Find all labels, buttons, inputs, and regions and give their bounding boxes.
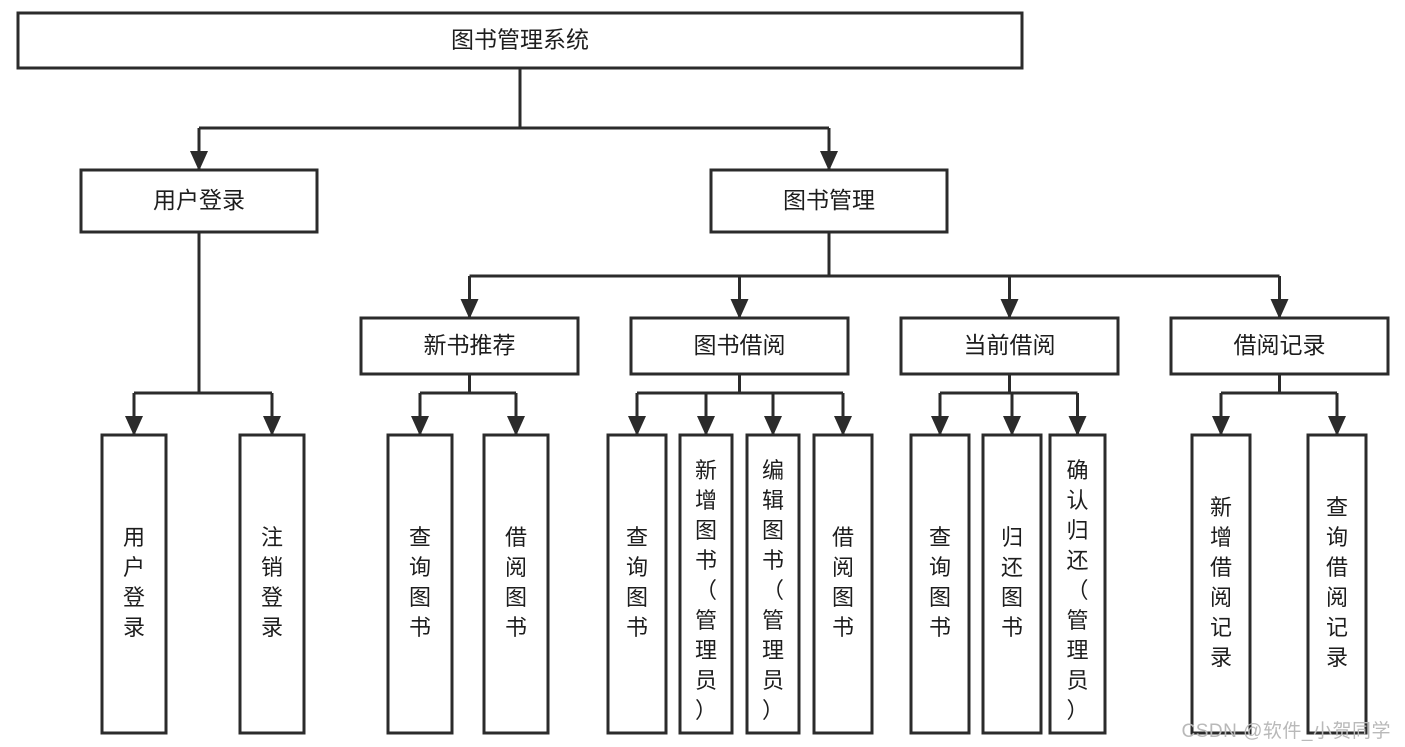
node-leaf-return-book[interactable]: 归还图书 <box>981 433 1043 735</box>
arrow-head-icon <box>1000 299 1019 319</box>
arrow-head-icon <box>730 299 749 319</box>
node-user-login[interactable]: 用户登录 <box>79 168 319 234</box>
node-leaf-borrow-book[interactable]: 借阅图书 <box>812 433 874 735</box>
node-label: 查询图书 <box>409 525 431 640</box>
node-label: 确认归还（管理员） <box>1066 458 1088 723</box>
edge-group-root <box>190 68 838 171</box>
arrow-head-icon <box>190 151 208 171</box>
arrow-head-icon <box>1328 416 1346 436</box>
arrow-head-icon <box>411 416 429 436</box>
node-rect <box>386 433 454 735</box>
node-label: 新增借阅记录 <box>1210 495 1232 670</box>
arrow-head-icon <box>1270 299 1289 319</box>
node-label: 编辑图书（管理员） <box>762 458 784 723</box>
node-label: 图书管理系统 <box>451 27 589 53</box>
csdn-watermark: CSDN @软件_小贺同学 <box>1181 721 1391 742</box>
node-leaf-borrow-book-rec[interactable]: 借阅图书 <box>482 433 550 735</box>
node-rect <box>1190 433 1252 735</box>
edge-group-book-borrow <box>628 374 852 436</box>
node-label: 注销登录 <box>261 525 283 640</box>
node-leaf-user-login[interactable]: 用户登录 <box>100 433 168 735</box>
node-label: 当前借阅 <box>964 332 1056 358</box>
node-rect <box>16 11 1024 70</box>
node-rect <box>1048 433 1107 735</box>
node-label: 查询图书 <box>626 525 648 640</box>
node-label: 借阅记录 <box>1234 332 1326 358</box>
node-rect <box>1169 316 1390 376</box>
arrow-head-icon <box>1003 416 1021 436</box>
node-current-borrow[interactable]: 当前借阅 <box>899 316 1120 376</box>
node-leaf-confirm-return-admin[interactable]: 确认归还（管理员） <box>1048 433 1107 735</box>
node-leaf-edit-book-admin[interactable]: 编辑图书（管理员） <box>745 433 801 735</box>
node-rect <box>981 433 1043 735</box>
node-label: 查询借阅记录 <box>1326 495 1348 670</box>
node-rect <box>709 168 949 234</box>
node-rect <box>899 316 1120 376</box>
node-label: 借阅图书 <box>505 525 527 640</box>
edge-group-borrow-record <box>1212 374 1346 436</box>
node-rect <box>678 433 734 735</box>
node-rect <box>100 433 168 735</box>
node-leaf-add-book-admin[interactable]: 新增图书（管理员） <box>678 433 734 735</box>
node-rect <box>79 168 319 234</box>
node-leaf-query-book-borrow[interactable]: 查询图书 <box>606 433 668 735</box>
arrow-head-icon <box>1068 416 1087 436</box>
node-label: 归还图书 <box>1001 525 1023 640</box>
node-rect <box>238 433 306 735</box>
arrow-head-icon <box>460 299 479 319</box>
node-label: 借阅图书 <box>832 525 854 640</box>
arrow-head-icon <box>834 416 852 436</box>
node-layer: 图书管理系统用户登录图书管理新书推荐图书借阅当前借阅借阅记录用户登录注销登录查询… <box>16 11 1390 735</box>
node-new-book-recommend[interactable]: 新书推荐 <box>359 316 580 376</box>
node-leaf-query-book-cur[interactable]: 查询图书 <box>909 433 971 735</box>
arrow-head-icon <box>628 416 646 436</box>
node-borrow-record[interactable]: 借阅记录 <box>1169 316 1390 376</box>
connector-layer <box>125 68 1346 436</box>
node-label: 图书管理 <box>783 187 875 213</box>
node-rect <box>909 433 971 735</box>
edge-group-user-login <box>125 232 281 436</box>
node-label: 新书推荐 <box>424 332 516 358</box>
node-leaf-query-borrow-record[interactable]: 查询借阅记录 <box>1306 433 1368 735</box>
arrow-head-icon <box>263 416 281 436</box>
node-rect <box>359 316 580 376</box>
node-book-borrow[interactable]: 图书借阅 <box>629 316 850 376</box>
edge-group-current-borrow <box>931 374 1087 436</box>
arrow-head-icon <box>507 416 525 436</box>
node-rect <box>745 433 801 735</box>
node-rect <box>1306 433 1368 735</box>
node-label: 查询图书 <box>929 525 951 640</box>
arrow-head-icon <box>697 416 715 436</box>
node-leaf-query-book-rec[interactable]: 查询图书 <box>386 433 454 735</box>
arrow-head-icon <box>125 416 143 436</box>
node-rect <box>629 316 850 376</box>
arrow-head-icon <box>1212 416 1230 436</box>
node-rect <box>606 433 668 735</box>
node-leaf-user-logout[interactable]: 注销登录 <box>238 433 306 735</box>
node-label: 用户登录 <box>123 525 145 640</box>
node-leaf-add-borrow-record[interactable]: 新增借阅记录 <box>1190 433 1252 735</box>
edge-group-new-book-recommend <box>411 374 525 436</box>
arrow-head-icon <box>820 151 838 171</box>
node-label: 图书借阅 <box>694 332 786 358</box>
arrow-head-icon <box>931 416 949 436</box>
node-label: 用户登录 <box>153 187 245 213</box>
node-rect <box>812 433 874 735</box>
arrow-head-icon <box>764 416 782 436</box>
edge-group-book-manage <box>460 232 1289 319</box>
node-root[interactable]: 图书管理系统 <box>16 11 1024 70</box>
node-label: 新增图书（管理员） <box>695 458 717 723</box>
node-book-manage[interactable]: 图书管理 <box>709 168 949 234</box>
node-rect <box>482 433 550 735</box>
